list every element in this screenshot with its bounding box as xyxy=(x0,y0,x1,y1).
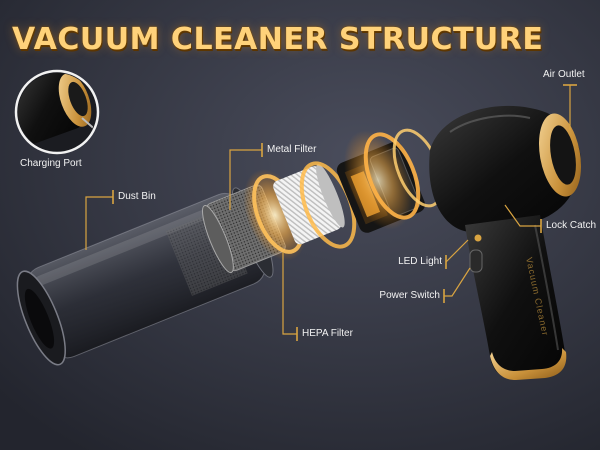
led-light-part xyxy=(474,234,482,242)
callout-lines xyxy=(85,85,571,335)
callout-dust-bin xyxy=(85,196,113,250)
label-charging-port: Charging Port xyxy=(20,158,82,169)
label-power-switch: Power Switch xyxy=(379,290,440,301)
callout-ticks xyxy=(112,84,577,341)
label-dust-bin: Dust Bin xyxy=(118,191,156,202)
label-led-light: LED Light xyxy=(398,256,442,267)
callout-power-switch xyxy=(444,267,471,297)
label-metal-filter: Metal Filter xyxy=(267,144,317,155)
callout-led-light xyxy=(445,239,469,263)
callout-hepa-filter xyxy=(282,252,297,335)
label-lock-catch: Lock Catch xyxy=(546,220,597,231)
page-title: VACUUM CLEANER STRUCTURE xyxy=(12,22,544,57)
callout-lock-catch xyxy=(504,204,541,227)
hepa-filter-part xyxy=(243,161,357,261)
motor-part xyxy=(336,128,444,233)
callout-metal-filter xyxy=(229,149,262,210)
vacuum-body: Vacuum Cleaner xyxy=(429,105,582,380)
power-switch-part xyxy=(469,249,483,273)
label-air-outlet: Air Outlet xyxy=(543,69,585,80)
charging-port-inset xyxy=(14,69,100,155)
label-hepa-filter: HEPA Filter xyxy=(302,328,353,339)
